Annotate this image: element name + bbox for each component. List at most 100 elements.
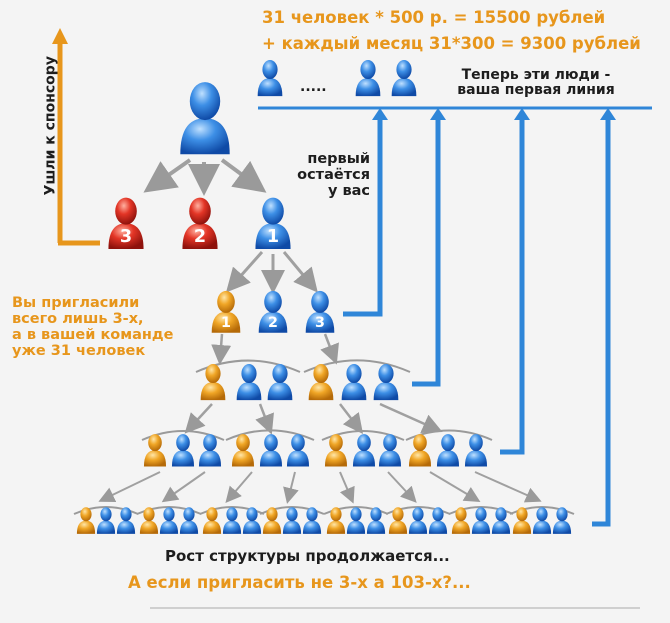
tree-arrow xyxy=(379,402,443,433)
tree-arrow xyxy=(184,403,213,434)
red-person-icon: 3 xyxy=(108,197,144,249)
growth-continues: Рост структуры продолжается... xyxy=(165,547,450,565)
tree-arrow xyxy=(143,158,192,193)
first-line-person-icon xyxy=(257,60,283,97)
first-line-dots: ..... xyxy=(300,79,327,95)
level4-person-icon xyxy=(532,507,552,534)
invited-note-4: уже 31 человек xyxy=(12,342,146,359)
level2-person-icon xyxy=(308,364,334,401)
level4-person-icon xyxy=(326,507,346,534)
first-stays-3: у вас xyxy=(327,182,370,199)
invited-note-3: а в вашей команде xyxy=(12,326,174,343)
level4-person-icon xyxy=(262,507,282,534)
level3-person-icon xyxy=(143,434,167,467)
level3-person-icon xyxy=(259,434,283,467)
tree-arrow xyxy=(220,158,267,193)
group-arc xyxy=(323,506,389,515)
group-arc xyxy=(259,506,325,515)
group-arc xyxy=(509,506,575,515)
first-stays-label: первый остаётся у вас xyxy=(272,151,370,200)
level3-person-icon xyxy=(408,434,432,467)
level4-person-icon xyxy=(179,507,199,534)
level3-person-icon xyxy=(464,434,488,467)
level2-person-icon xyxy=(373,364,399,401)
group-arc xyxy=(73,506,139,515)
level4-person-icon xyxy=(388,507,408,534)
tree-arrows xyxy=(98,158,542,504)
left-to-sponsor-label: Ушли к спонсору xyxy=(42,56,59,196)
group-arcs xyxy=(73,359,575,515)
level4-person-icon xyxy=(222,507,242,534)
group-arc xyxy=(321,429,405,441)
tree-arrow xyxy=(320,333,339,365)
first-line-caption-1: Теперь эти люди - xyxy=(461,67,611,83)
tree-arrow xyxy=(474,471,542,503)
red-person-icon: 2 xyxy=(182,197,218,249)
you-person-icon: 1 xyxy=(255,197,291,249)
tree-arrow xyxy=(339,471,355,504)
tree-arrow xyxy=(226,251,264,293)
monthly-formula: + каждый месяц 31*300 = 9300 рублей xyxy=(262,34,641,53)
tree-arrow xyxy=(387,471,417,503)
level2-person-icon xyxy=(341,364,367,401)
level4-person-icon xyxy=(282,507,302,534)
level2-person-icon xyxy=(200,364,226,401)
person-number: 2 xyxy=(268,315,278,331)
group-arc xyxy=(405,429,493,441)
group-arc xyxy=(199,506,265,515)
level3-person-icon xyxy=(198,434,222,467)
level3-person-icon xyxy=(231,434,255,467)
tree-arrow xyxy=(225,471,253,504)
group-arc xyxy=(448,506,514,515)
invited-note-2: всего лишь 3-х, xyxy=(12,310,144,327)
first-line-caption-2: ваша первая линия xyxy=(457,82,615,99)
what-if-103: А если пригласить не 3-х а 103-х?... xyxy=(128,573,471,592)
tree-arrow xyxy=(255,403,274,435)
tree-arrow xyxy=(283,471,299,504)
invited-note: Вы пригласили всего лишь 3-х, а в вашей … xyxy=(12,295,174,360)
tree-arrow xyxy=(429,471,481,503)
level4-person-icon xyxy=(302,507,322,534)
tree-arrow xyxy=(211,333,232,365)
person-number: 3 xyxy=(120,227,132,247)
first-line-person-icon xyxy=(391,60,417,97)
level2-person-icon xyxy=(236,364,262,401)
sponsor-person-icon xyxy=(180,82,230,155)
level4-person-icon xyxy=(242,507,262,534)
level3-person-icon xyxy=(352,434,376,467)
level4-person-icon xyxy=(116,507,136,534)
level4-person-icon xyxy=(139,507,159,534)
level4-person-icon xyxy=(202,507,222,534)
level4-person-icon xyxy=(96,507,116,534)
level1-person-icon: 2 xyxy=(258,290,288,333)
first-stays-2: остаётся xyxy=(297,166,370,183)
first-stays-1: первый xyxy=(307,151,370,167)
group-arc xyxy=(385,506,451,515)
income-formula: 31 человек * 500 р. = 15500 рублей xyxy=(262,8,606,27)
level4-person-icon xyxy=(552,507,572,534)
person-number: 2 xyxy=(194,227,206,247)
level1-person-icon: 1 xyxy=(211,290,241,333)
level4-person-icon xyxy=(76,507,96,534)
person-number: 1 xyxy=(267,227,279,247)
level4-person-icon xyxy=(428,507,448,534)
first-line-caption: Теперь эти люди - ваша первая линия xyxy=(436,67,636,99)
person-number: 3 xyxy=(315,315,325,331)
people: 3 2 1 1 2 3 xyxy=(76,60,572,534)
level4-person-icon xyxy=(159,507,179,534)
level4-person-icon xyxy=(366,507,386,534)
level4-person-icon xyxy=(491,507,511,534)
tree-arrow xyxy=(282,251,318,293)
level3-person-icon xyxy=(436,434,460,467)
level4-person-icon xyxy=(512,507,532,534)
level2-person-icon xyxy=(267,364,293,401)
level4-person-icon xyxy=(451,507,471,534)
first-line-arrowheads xyxy=(372,108,616,120)
level4-person-icon xyxy=(346,507,366,534)
level3-person-icon xyxy=(171,434,195,467)
level3-person-icon xyxy=(286,434,310,467)
group-arc xyxy=(225,429,315,441)
group-arc xyxy=(136,506,202,515)
